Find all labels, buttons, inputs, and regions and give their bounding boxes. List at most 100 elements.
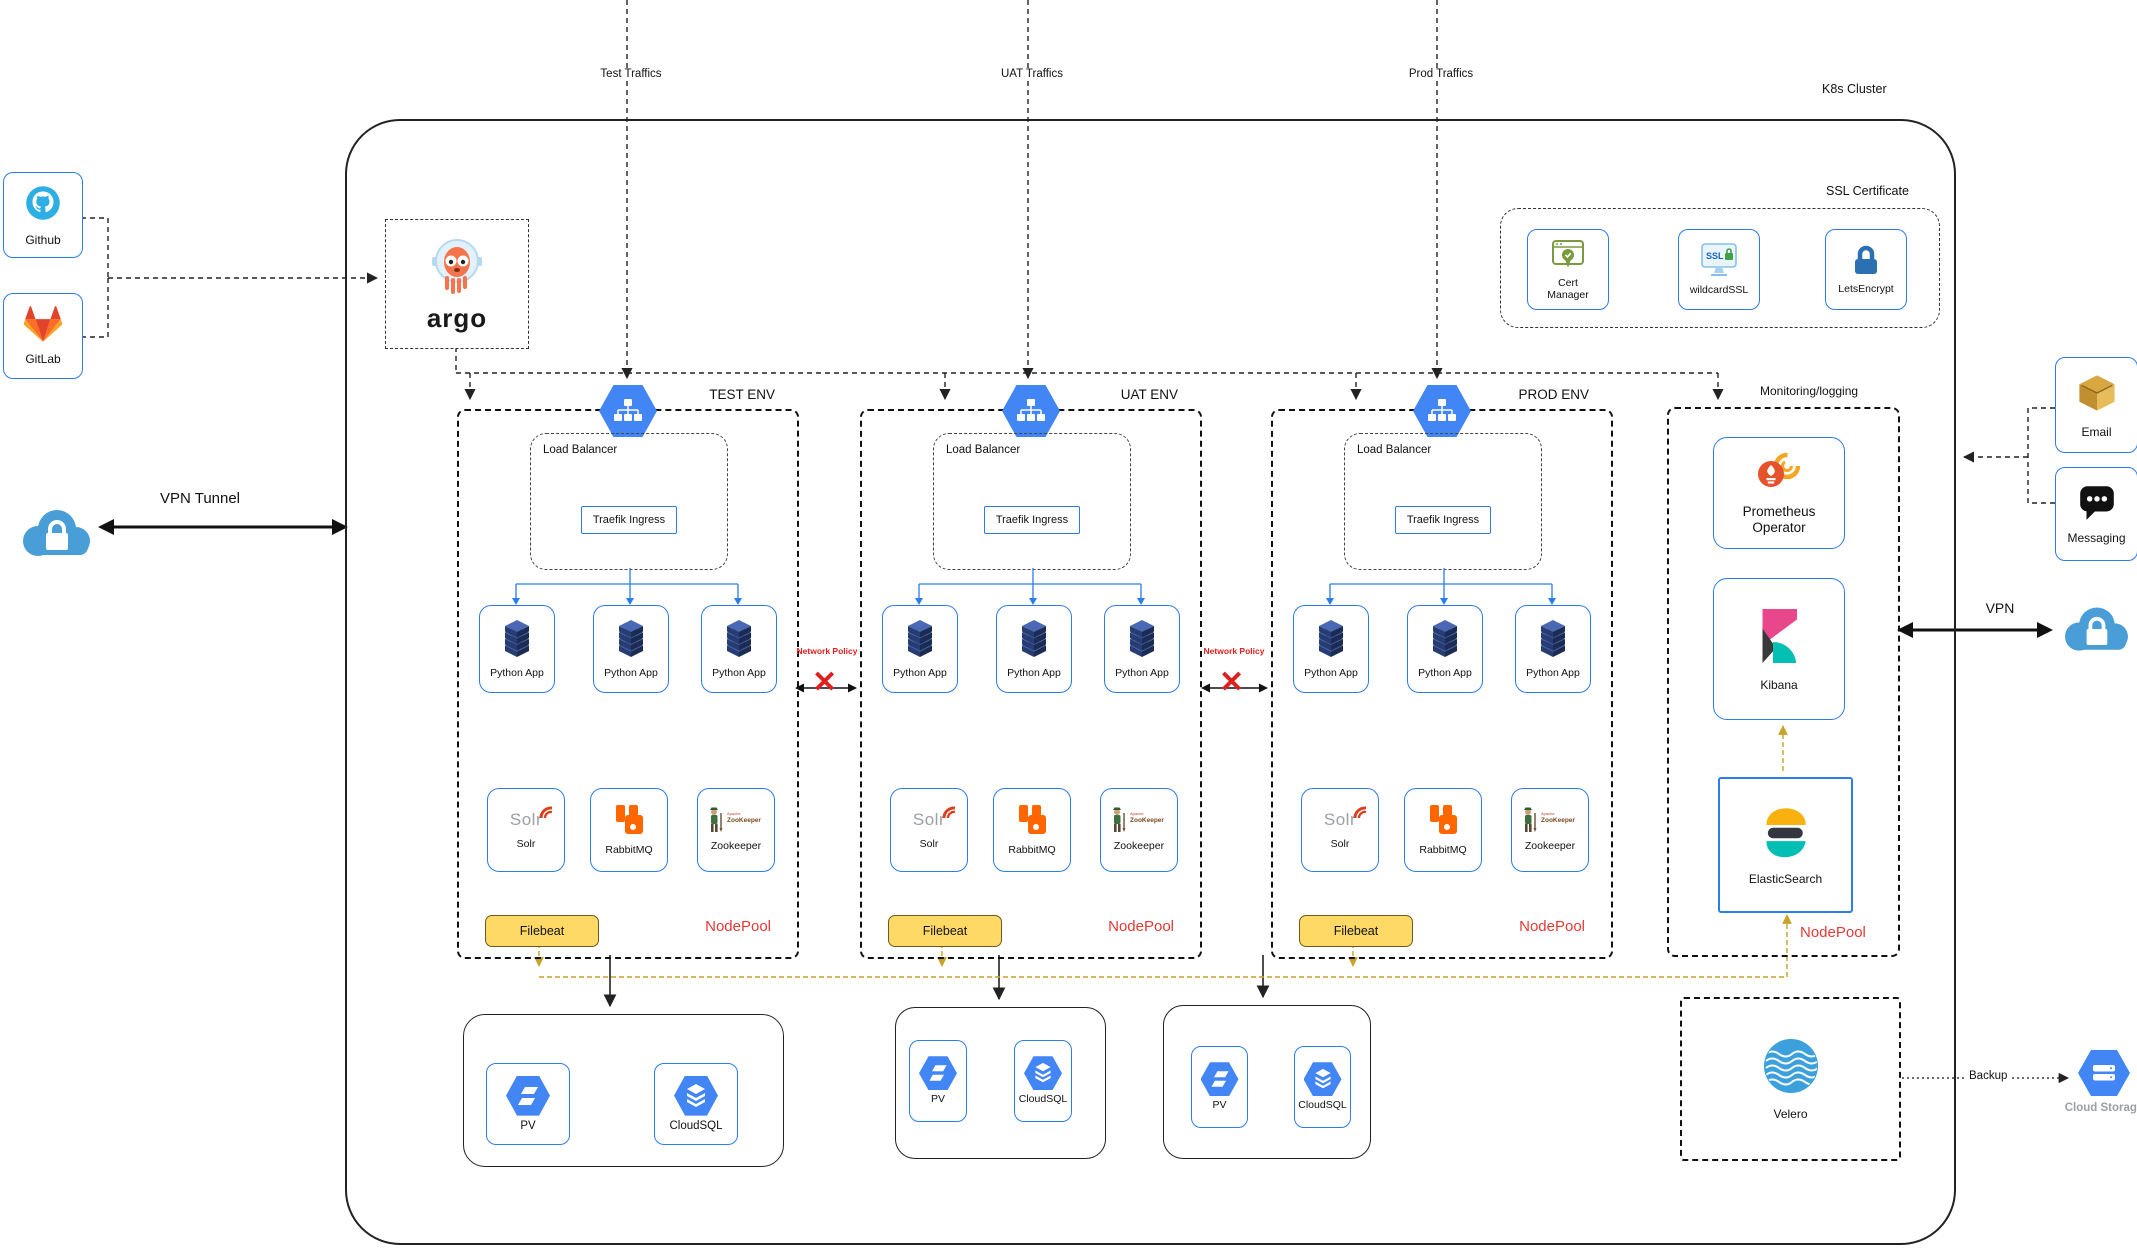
python-app-label: Python App <box>712 667 766 680</box>
prometheus-label: Prometheus Operator <box>1742 503 1816 535</box>
monitoring-group <box>1667 407 1900 957</box>
python-app-node: Python App <box>1104 605 1180 693</box>
svg-text:SSL: SSL <box>1706 251 1724 261</box>
argo-node: argo <box>385 219 529 349</box>
solr-node: Solr Solr <box>890 788 968 872</box>
python-app-node: Python App <box>1293 605 1369 693</box>
traefik-ingress: Traefik Ingress <box>1395 506 1491 534</box>
vpn-cloud-left-icon <box>14 501 98 572</box>
cloudsql-label: CloudSQL <box>1018 1093 1068 1106</box>
letsencrypt-label: LetsEncrypt <box>1838 282 1894 295</box>
email-node: Email <box>2055 357 2137 453</box>
svg-text:Apache: Apache <box>1130 811 1144 816</box>
svg-text:ZooKeeper: ZooKeeper <box>1130 817 1164 824</box>
env-prod-label: PROD ENV <box>1518 387 1589 402</box>
prometheus-icon <box>1754 451 1804 496</box>
env-uat-label: UAT ENV <box>1120 387 1178 402</box>
cloudsql-node: CloudSQL <box>654 1063 738 1145</box>
cloudsql-node: CloudSQL <box>1014 1040 1072 1122</box>
traefik-ingress: Traefik Ingress <box>984 506 1080 534</box>
load-balancer-group: Load Balancer Traefik Ingress <box>530 433 728 570</box>
email-label: Email <box>2081 424 2112 439</box>
python-app-label: Python App <box>490 667 544 680</box>
python-app-node: Python App <box>1515 605 1591 693</box>
cert-manager-icon <box>1550 237 1586 276</box>
cloudsql-hexagon-icon <box>1303 1062 1342 1097</box>
python-app-label: Python App <box>1007 667 1061 680</box>
gitlab-icon <box>23 305 63 348</box>
python-app-node: Python App <box>996 605 1072 693</box>
cluster-label: K8s Cluster <box>1822 82 1887 96</box>
letsencrypt-lock-icon <box>1849 244 1883 282</box>
kibana-node: Kibana <box>1713 578 1845 720</box>
env-test-label: TEST ENV <box>709 387 775 402</box>
nodepool-label: NodePool <box>1108 918 1174 935</box>
server-stack-icon <box>1536 618 1570 665</box>
traffic-label-prod: Prod Traffics <box>1392 68 1490 80</box>
velero-node: Velero <box>1680 997 1901 1161</box>
rabbitmq-label: RabbitMQ <box>605 844 653 857</box>
python-app-label: Python App <box>1115 667 1169 680</box>
server-stack-icon <box>722 618 756 665</box>
python-app-label: Python App <box>1304 667 1358 680</box>
server-stack-icon <box>1314 618 1348 665</box>
load-balancer-label: Load Balancer <box>946 444 1021 456</box>
pv-hexagon-icon <box>1200 1062 1239 1097</box>
monitoring-nodepool-label: NodePool <box>1800 924 1866 941</box>
filebeat-badge: Filebeat <box>888 915 1002 947</box>
storage-group-prod: PV CloudSQL <box>1163 1005 1371 1159</box>
solr-node: Solr Solr <box>1301 788 1379 872</box>
chat-bubble-icon <box>2076 482 2118 527</box>
load-balancer-label: Load Balancer <box>1357 444 1432 456</box>
server-stack-icon <box>903 618 937 665</box>
network-policy-label: Network Policy <box>796 646 858 656</box>
vpn-cloud-right-icon <box>2056 599 2136 666</box>
filebeat-badge: Filebeat <box>1299 915 1413 947</box>
load-balancer-label: Load Balancer <box>543 444 618 456</box>
server-stack-icon <box>614 618 648 665</box>
elasticsearch-icon <box>1757 804 1815 865</box>
vpn-label: VPN <box>1985 600 2015 616</box>
kibana-icon <box>1753 606 1805 671</box>
load-balancer-icon <box>599 385 657 437</box>
solr-logo-icon: Solr <box>906 806 956 836</box>
ssl-certificate-title: SSL Certificate <box>1826 184 1909 198</box>
messaging-node: Messaging <box>2055 467 2137 561</box>
cloud-storage-label: Cloud Storage <box>2064 1102 2137 1114</box>
python-app-label: Python App <box>1526 667 1580 680</box>
rabbitmq-label: RabbitMQ <box>1008 844 1056 857</box>
server-stack-icon <box>1428 618 1462 665</box>
kibana-label: Kibana <box>1760 677 1798 692</box>
argo-octopus-icon <box>426 238 488 303</box>
env-prod: PROD ENV Load Balancer Traefik Ingress P… <box>1271 385 1613 959</box>
rabbitmq-node: RabbitMQ <box>590 788 668 872</box>
cloudsql-label: CloudSQL <box>669 1119 723 1132</box>
traffic-label-test: Test Traffics <box>582 68 680 80</box>
env-uat: UAT ENV Load Balancer Traefik Ingress Py… <box>860 385 1202 959</box>
letsencrypt-node: LetsEncrypt <box>1825 229 1907 310</box>
pv-hexagon-icon <box>919 1056 957 1091</box>
python-app-label: Python App <box>604 667 658 680</box>
svg-text:Apache: Apache <box>727 811 741 816</box>
velero-label: Velero <box>1773 1106 1808 1121</box>
rabbitmq-icon <box>1015 803 1049 842</box>
python-app-node: Python App <box>479 605 555 693</box>
server-stack-icon <box>500 618 534 665</box>
elasticsearch-node: ElasticSearch <box>1718 777 1853 913</box>
cloud-storage-icon <box>2078 1050 2130 1096</box>
filebeat-badge: Filebeat <box>485 915 599 947</box>
rabbitmq-node: RabbitMQ <box>1404 788 1482 872</box>
python-app-node: Python App <box>593 605 669 693</box>
zookeeper-label: Zookeeper <box>1524 840 1576 853</box>
python-app-label: Python App <box>1418 667 1472 680</box>
network-policy-x-icon: ✕ <box>812 666 838 699</box>
zookeeper-label: Zookeeper <box>710 840 762 853</box>
k8s-cluster-boundary <box>345 119 1956 1245</box>
pv-label: PV <box>1212 1099 1227 1112</box>
